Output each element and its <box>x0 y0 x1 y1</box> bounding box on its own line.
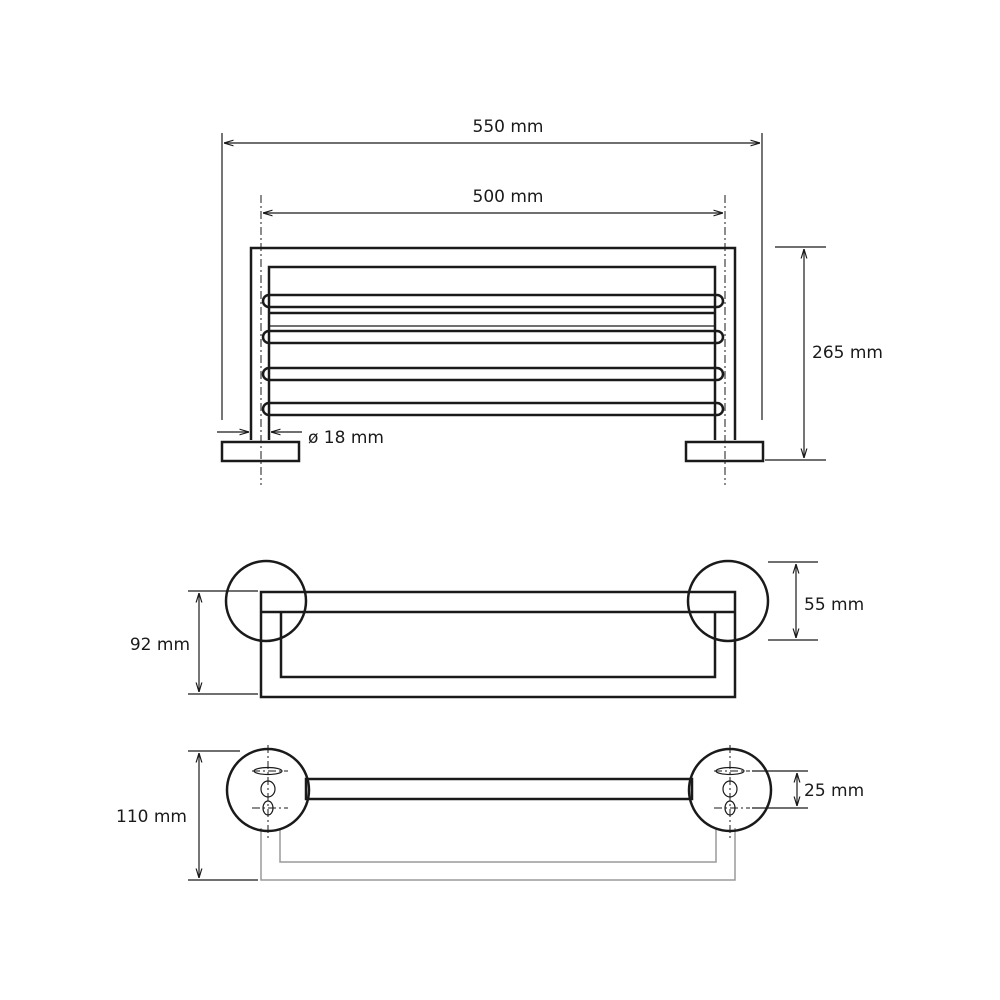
dim-flange-diameter: 55 mm <box>804 595 864 615</box>
dim-depth-top: 110 mm <box>116 807 187 827</box>
inner-frame <box>267 265 717 440</box>
dim-overall-width: 550 mm <box>473 117 544 137</box>
right-flange-top <box>687 745 773 838</box>
dim-depth-side: 92 mm <box>130 635 190 655</box>
top-bar <box>304 777 694 801</box>
left-foot <box>220 440 301 463</box>
dim-tube-diameter: ø 18 mm <box>308 428 384 448</box>
left-flange <box>224 559 308 643</box>
dim-hole-spacing: 25 mm <box>804 781 864 801</box>
right-flange <box>686 559 770 643</box>
side-view: 92 mm 55 mm <box>130 559 864 699</box>
front-view: 550 mm 500 mm ø 18 mm 265 mm <box>217 117 883 485</box>
left-flange-top <box>225 745 311 838</box>
right-foot <box>684 440 765 463</box>
top-view: 110 mm 25 mm <box>116 745 864 881</box>
shelf-rails <box>261 293 725 417</box>
outer-frame <box>249 246 737 440</box>
dim-height: 265 mm <box>812 343 883 363</box>
dim-center-width: 500 mm <box>473 187 544 207</box>
